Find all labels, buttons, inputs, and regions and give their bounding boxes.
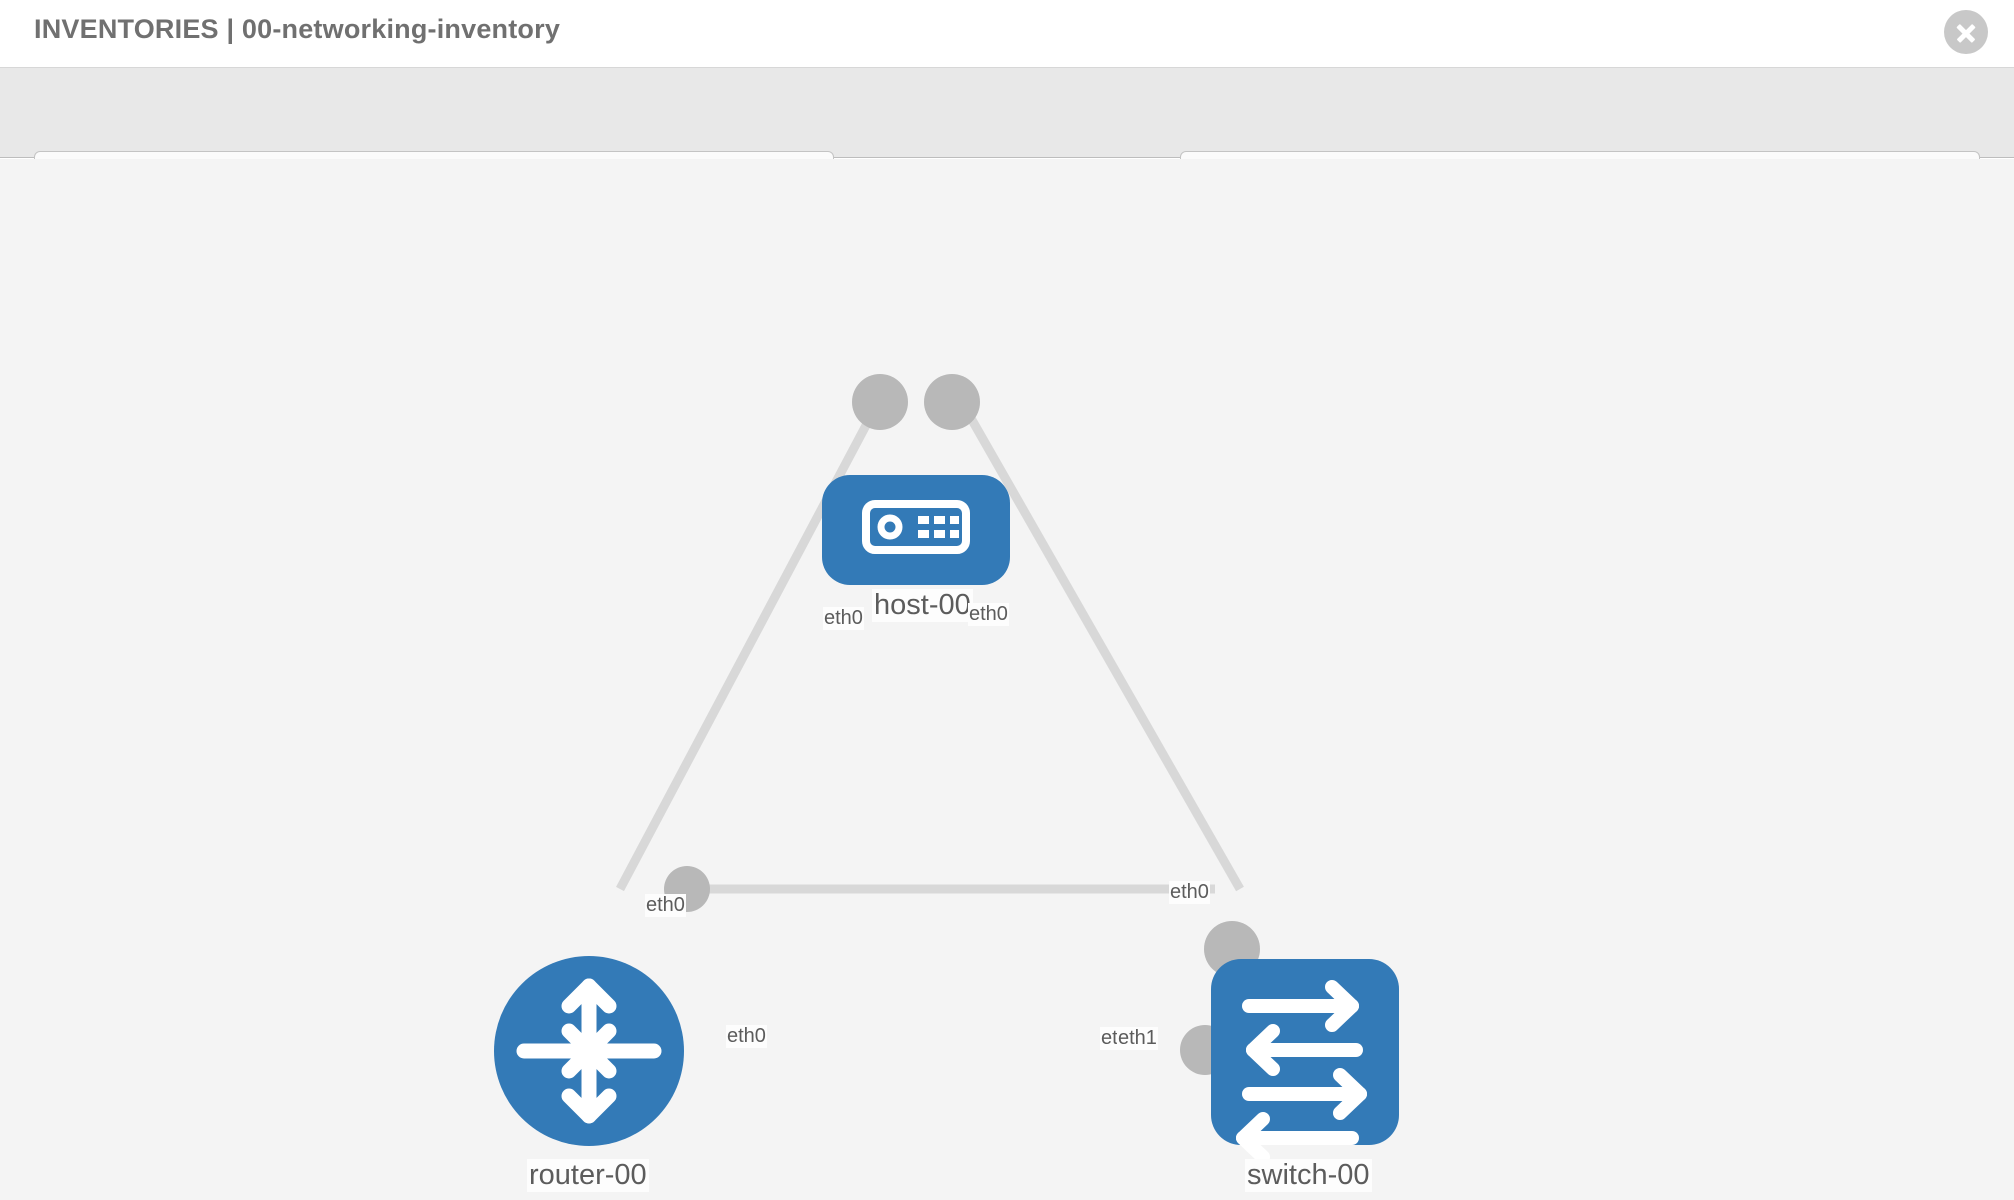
iface-label-switch-up: eth0	[1169, 881, 1210, 904]
iface-label-host-left: eth0	[823, 607, 864, 630]
iface-label-router-up: eth0	[645, 894, 686, 917]
topology-links	[616, 396, 1244, 894]
node-router-00[interactable]	[494, 956, 684, 1146]
interface-host-right[interactable]	[924, 374, 980, 430]
topology-graph	[494, 374, 1399, 1164]
node-label-switch: switch-00	[1245, 1159, 1372, 1192]
iface-label-host-right: eth0	[968, 603, 1009, 626]
node-switch-00[interactable]	[1211, 959, 1399, 1164]
node-label-host: host-00	[872, 589, 973, 622]
toolbar: ACTIONS	[0, 68, 2014, 207]
close-icon[interactable]	[1944, 10, 1988, 54]
interface-host-left[interactable]	[852, 374, 908, 430]
topology-canvas[interactable]: host-00 router-00 switch-00 eth0 eth0 et…	[0, 159, 2014, 1200]
iface-label-router-right: eth0	[726, 1025, 767, 1048]
link-host-switch[interactable]	[956, 396, 1244, 892]
page-title: INVENTORIES | 00-networking-inventory	[34, 14, 561, 44]
page-header: INVENTORIES | 00-networking-inventory	[0, 0, 2014, 68]
node-host-00[interactable]	[822, 475, 1010, 585]
link-host-router[interactable]	[616, 396, 884, 892]
iface-label-switch-left-b: eth1	[1117, 1027, 1158, 1050]
node-label-router: router-00	[527, 1159, 649, 1192]
